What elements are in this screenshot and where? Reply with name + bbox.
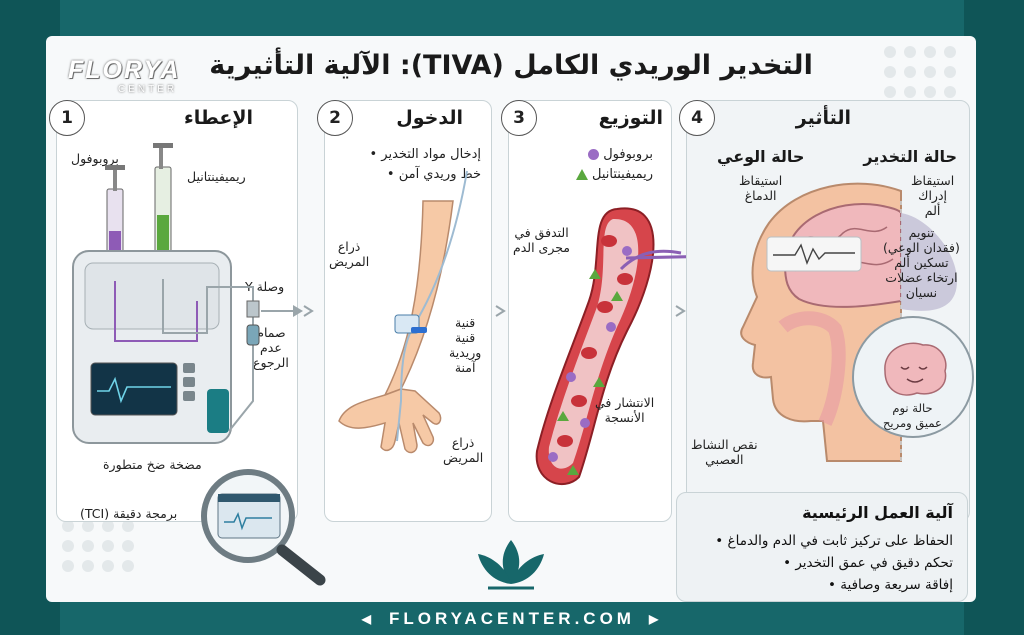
- lotus-logo-icon: [478, 540, 544, 590]
- brand-logo-text: FLORYA: [68, 56, 181, 84]
- cannula-label: قنية قنية وريدية آمنة: [449, 315, 482, 375]
- step-1-number: 1: [49, 100, 85, 136]
- triangle-icon: [575, 169, 588, 180]
- conscious-state-title: حالة الوعي: [717, 147, 805, 166]
- head-brain-illustration: [740, 182, 974, 462]
- arm-label-bottom: ذراع المريض: [443, 435, 484, 465]
- diffusion-label: الانتشار في الأنسجة: [595, 395, 655, 425]
- neural-activity-label: نقص النشاط العصبي: [691, 437, 758, 467]
- step-4-title: التأثير: [795, 107, 851, 129]
- blood-vessel-illustration: [535, 207, 682, 486]
- access-bullets: إدخال مواد التخدير • خط وريدي آمن •: [369, 147, 481, 182]
- step-1-title: الإعطاء: [184, 107, 253, 129]
- decor-dots-bottom-left: [62, 520, 134, 572]
- step-3-distribution-panel: 3 التوزيع بروبوفول ريميفينتانيل: [501, 100, 682, 522]
- chevron-right-icon: [495, 305, 506, 317]
- check-valve-label: صمام عدم الرجوع: [253, 325, 289, 370]
- chevron-right-icon: [675, 305, 686, 317]
- distribution-legend: بروبوفول ريميفينتانيل: [575, 145, 653, 185]
- step-2-number: 2: [317, 100, 353, 136]
- arm-label-top: ذراع المريض: [329, 239, 370, 269]
- anesthesia-awareness-label: استيقاظ إدراك ألم: [911, 173, 955, 218]
- key-mechanism-item: الحفاظ على تركيز ثابت في الدم والدماغ •: [715, 533, 953, 549]
- anesthesia-state-title: حالة التخدير: [863, 147, 957, 166]
- chevron-right-icon: [303, 305, 314, 317]
- chevron-right-icon: ▶: [648, 612, 663, 626]
- deep-sleep-label: حالة نوم عميق ومريح: [883, 401, 942, 430]
- step-4-number: 4: [679, 100, 715, 136]
- tci-label: برمجة دقيقة (TCI): [80, 506, 178, 521]
- patient-arm-illustration: [338, 170, 468, 454]
- content-card: التخدير الوريدي الكامل (TIVA): الآلية ال…: [46, 36, 976, 602]
- infusion-pump-illustration: [72, 143, 303, 444]
- step-2-access-panel: 2 الدخول إدخال مواد التخدير • خط وريدي آ…: [317, 100, 492, 522]
- key-mechanism-title: آلية العمل الرئيسية: [802, 503, 953, 522]
- magnifier-icon: [201, 469, 326, 586]
- infusion-pump-label: مضخة ضخ متطورة: [103, 457, 202, 472]
- propofol-label: بروبوفول: [71, 151, 119, 166]
- brain-awake-label: استيقاظ الدماغ: [739, 173, 783, 203]
- chevron-left-icon: ◀: [361, 612, 375, 626]
- anesthesia-effects-label: تنويم (فقدان الوعي) تسكين ألم ارتخاء عضل…: [883, 225, 960, 300]
- step-4-effect-panel: 4 التأثير حالة الوعي حالة التخدير استيقا…: [679, 100, 974, 522]
- page-title: التخدير الوريدي الكامل (TIVA): الآلية ال…: [209, 49, 813, 81]
- step-3-title: التوزيع: [598, 107, 663, 129]
- circle-icon: [588, 149, 600, 160]
- step-2-title: الدخول: [396, 107, 463, 129]
- step-1-administration-panel: 1 الإعطاء بروبوفول ريميفينتانيل وصلة Y ص…: [49, 100, 303, 522]
- key-mechanism-box: آلية العمل الرئيسية الحفاظ على تركيز ثاب…: [676, 492, 968, 602]
- key-mechanism-item: إفاقة سريعة وصافية •: [828, 577, 953, 593]
- footer-website: ◀ FLORYACENTER.COM ▶: [361, 609, 663, 628]
- step-3-number: 3: [501, 100, 537, 136]
- decor-dots-top-right: [884, 46, 956, 98]
- brand-logo-sub: CENTER: [118, 84, 178, 95]
- remifentanil-label: ريميفينتانيل: [187, 169, 246, 184]
- key-mechanism-item: تحكم دقيق في عمق التخدير •: [783, 555, 953, 571]
- flow-label: التدفق في مجرى الدم: [513, 225, 571, 255]
